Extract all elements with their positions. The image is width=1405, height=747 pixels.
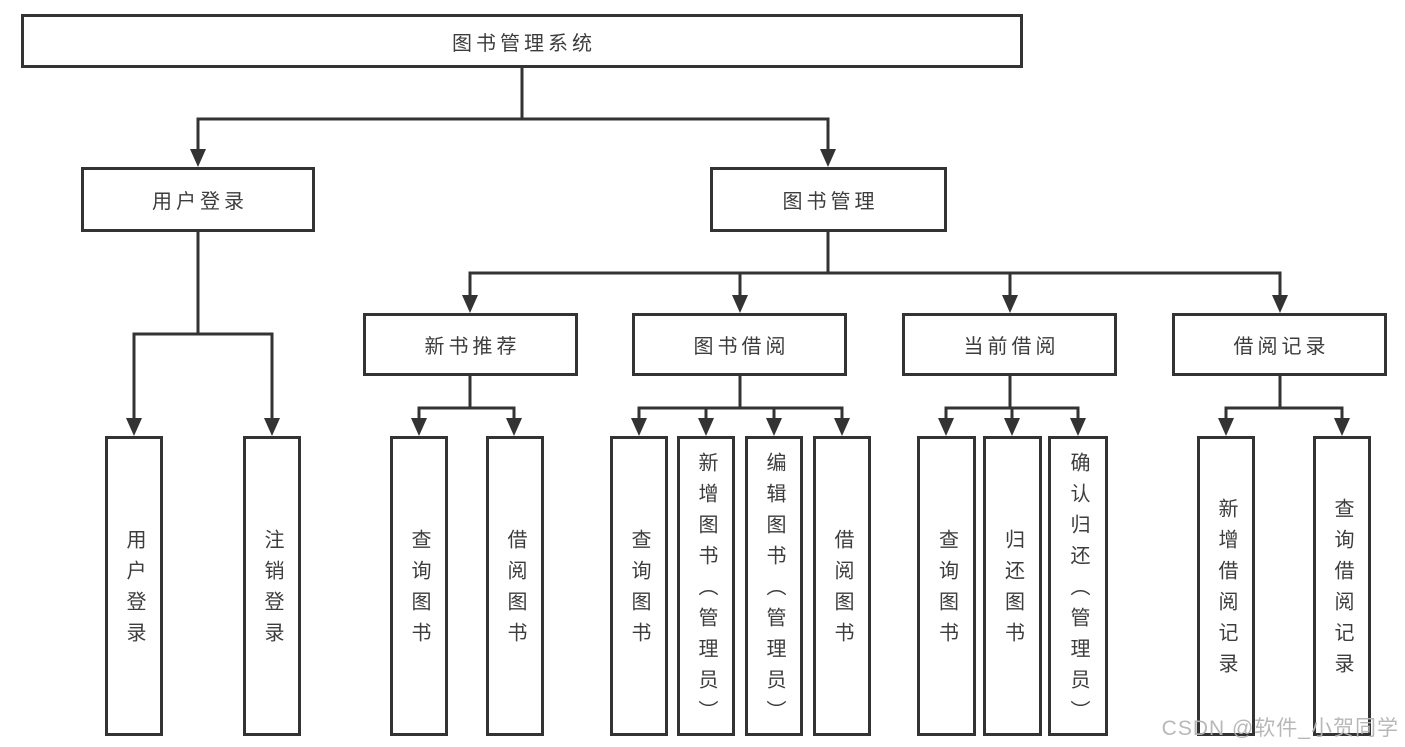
node-label: 图书借阅 [693,336,790,358]
node-system-root: 图书管理系统 [21,14,1023,68]
leaf-label: 借阅图书 [504,529,526,653]
node-book-borrow: 图书借阅 [632,313,847,376]
leaf-label: 查询图书 [408,529,430,653]
node-label: 图书管理系统 [452,32,596,55]
node-label: 新书推荐 [424,336,521,358]
leaf-label: 注销登录 [261,529,283,653]
node-user-login: 用户登录 [81,167,315,232]
csdn-watermark: CSDN @软件_小贺同学 [1161,717,1399,740]
node-new-book-recommend: 新书推荐 [363,313,578,376]
leaf-label: 新增借阅记录 [1215,498,1237,684]
leaf-recommend-borrow-books: 借阅图书 [486,436,544,736]
leaf-query-borrow-record: 查询借阅记录 [1313,436,1371,736]
leaf-borrow-query-books: 查询图书 [610,436,668,736]
leaf-label: 查询图书 [628,529,650,653]
leaf-label: 归还图书 [1001,529,1024,653]
leaf-label: 查询图书 [935,529,958,653]
leaf-edit-books-admin: 编辑图书（管理员） [745,436,803,736]
leaf-label: 查询借阅记录 [1331,498,1353,684]
leaf-label: 用户登录 [123,529,145,653]
leaf-logout: 注销登录 [243,436,301,736]
leaf-borrow-books: 借阅图书 [813,436,871,736]
leaf-label: 编辑图书（管理员） [763,451,785,731]
leaf-confirm-return-admin: 确认归还（管理员） [1048,436,1108,736]
leaf-return-books: 归还图书 [983,436,1042,736]
leaf-add-books-admin: 新增图书（管理员） [677,436,735,736]
leaf-current-query-books: 查询图书 [917,436,976,736]
node-book-management: 图书管理 [710,167,947,232]
leaf-label: 确认归还（管理员） [1067,451,1089,731]
node-borrow-records: 借阅记录 [1172,313,1387,376]
leaf-user-login: 用户登录 [105,436,163,736]
leaf-label: 借阅图书 [831,529,853,653]
leaf-recommend-query-books: 查询图书 [390,436,448,736]
leaf-label: 新增图书（管理员） [695,451,717,731]
node-label: 当前借阅 [963,336,1060,358]
leaf-add-borrow-record: 新增借阅记录 [1197,436,1255,736]
node-label: 图书管理 [782,191,879,213]
node-label: 用户登录 [152,191,248,213]
node-current-borrow: 当前借阅 [902,313,1117,376]
node-label: 借阅记录 [1233,336,1330,358]
